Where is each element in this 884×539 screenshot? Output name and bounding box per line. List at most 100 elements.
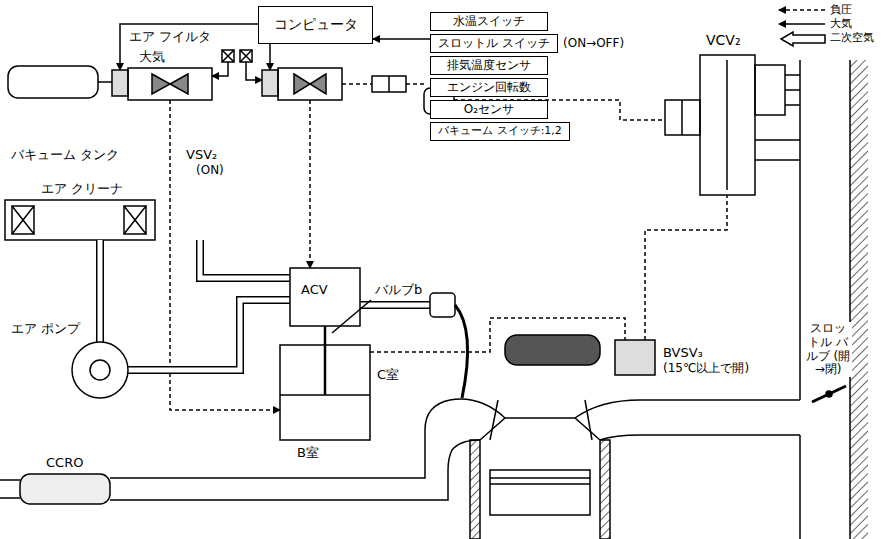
cylinder-wall <box>600 440 610 539</box>
vacuum-tank <box>8 66 98 98</box>
vcv-diaphragm <box>681 100 683 135</box>
sensor-box: 排気温度センサ <box>430 56 548 75</box>
vacuum-line <box>342 83 372 85</box>
vcv-stem <box>726 60 728 190</box>
throttle-valve <box>812 386 846 402</box>
air-cleaner-element <box>124 206 146 234</box>
computer-box: コンピュータ <box>258 6 373 44</box>
part-label: BVSV₃ <box>662 346 704 361</box>
sensor-box: スロットル スイッチ(ON→OFF) <box>430 34 558 53</box>
part-label: (15℃以上で開) <box>662 362 750 376</box>
node-text: スロットル スイッチ <box>438 37 550 50</box>
vacuum-line <box>645 195 727 340</box>
part-label: エア クリーナ <box>40 182 124 197</box>
node-text: エンジン回転数 <box>447 81 531 94</box>
part-label: エア フイルタ <box>128 30 212 45</box>
sensor-box: バキューム スイッチ:1,2 <box>430 122 570 141</box>
tank-line <box>98 81 112 83</box>
vacuum-line <box>309 100 311 268</box>
air-cleaner-element <box>12 206 34 234</box>
vsv-valve <box>152 74 188 94</box>
air-cleaner-element <box>124 206 146 234</box>
vsv-body <box>128 68 212 100</box>
throttle-shaft <box>826 391 832 397</box>
engine-valve <box>490 400 592 440</box>
legend-sample-atmosphere <box>779 23 825 25</box>
air-pipe <box>200 240 290 278</box>
sensor-box: O₂センサ <box>430 100 548 119</box>
vacuum-line <box>170 100 280 410</box>
part-label: CCRO <box>45 456 84 471</box>
sensor-box: 水温スイッチ <box>430 12 548 31</box>
signal-line <box>120 24 258 70</box>
legend-text: 二次空気 <box>830 31 874 44</box>
signal-arrow <box>373 38 430 40</box>
intake-wall <box>800 60 850 539</box>
air-pipe <box>360 301 430 309</box>
part-label: VSV₂ <box>185 148 218 163</box>
check-valve <box>372 76 406 92</box>
air-filter <box>240 50 252 62</box>
intake-port <box>575 400 800 440</box>
node-note: (ON→OFF) <box>563 37 624 50</box>
vcv-port <box>755 75 800 160</box>
part-label: C室 <box>376 368 400 383</box>
acv-stem <box>324 326 327 395</box>
air-filter <box>222 50 234 62</box>
air-filter-mark <box>222 50 234 62</box>
air-fitting <box>430 293 455 317</box>
air-pipe-inner <box>200 240 290 278</box>
valve-cover <box>505 335 600 365</box>
node-text: 排気温度センサ <box>447 59 531 72</box>
node-text: O₂センサ <box>464 103 514 116</box>
sensor-box: エンジン回転数 <box>430 78 548 97</box>
air-nozzle <box>455 305 468 398</box>
air-cleaner <box>5 200 155 240</box>
acv-chamber <box>280 345 370 440</box>
vacuum-line <box>406 83 424 85</box>
exhaust-pipe <box>110 440 480 500</box>
bvsv <box>615 340 655 375</box>
vcv-chamber <box>665 100 700 135</box>
air-pipe <box>128 300 290 370</box>
part-label: B室 <box>296 446 320 461</box>
part-label: エア ポンプ <box>10 322 81 337</box>
part-label: バルブb <box>374 283 423 298</box>
part-label: VCV₂ <box>705 32 742 48</box>
air-filter-mark <box>240 50 252 62</box>
vsv-valve <box>294 74 326 94</box>
air-pipe-inner <box>128 300 290 370</box>
combustion-chamber <box>480 418 600 440</box>
part-label: バキューム タンク <box>10 148 120 163</box>
air-pipe <box>96 240 104 342</box>
vcv-chamber <box>755 65 785 115</box>
atmosphere-line <box>212 62 228 76</box>
piston-ring <box>490 478 590 484</box>
piston <box>490 470 590 515</box>
legend-text: 負圧 <box>830 3 852 16</box>
vsv-body <box>278 68 342 100</box>
air-pipe-inner <box>360 303 430 308</box>
node-text: コンピュータ <box>274 17 358 32</box>
vcv-body <box>700 55 755 195</box>
node-text: 水温スイッチ <box>453 15 525 28</box>
air-pump <box>72 342 128 398</box>
air-pump-rotor <box>90 360 110 380</box>
part-label: ACV <box>300 283 329 298</box>
acv-diaphragm <box>280 394 370 396</box>
intake-wall-hatch <box>850 60 868 539</box>
exhaust-pipe <box>0 480 20 498</box>
part-label: 大気 <box>138 50 166 65</box>
air-pipe-inner <box>98 240 103 342</box>
exhaust-pipe <box>110 399 505 478</box>
part-label: (ON) <box>195 164 225 178</box>
signal-line <box>269 44 271 70</box>
legend-sample-secondary-air <box>781 32 825 46</box>
leader-line <box>332 300 371 333</box>
check-valve-plate <box>388 76 390 92</box>
catalyst <box>20 474 110 504</box>
air-cleaner-element <box>12 206 34 234</box>
vsv-solenoid <box>262 70 278 96</box>
